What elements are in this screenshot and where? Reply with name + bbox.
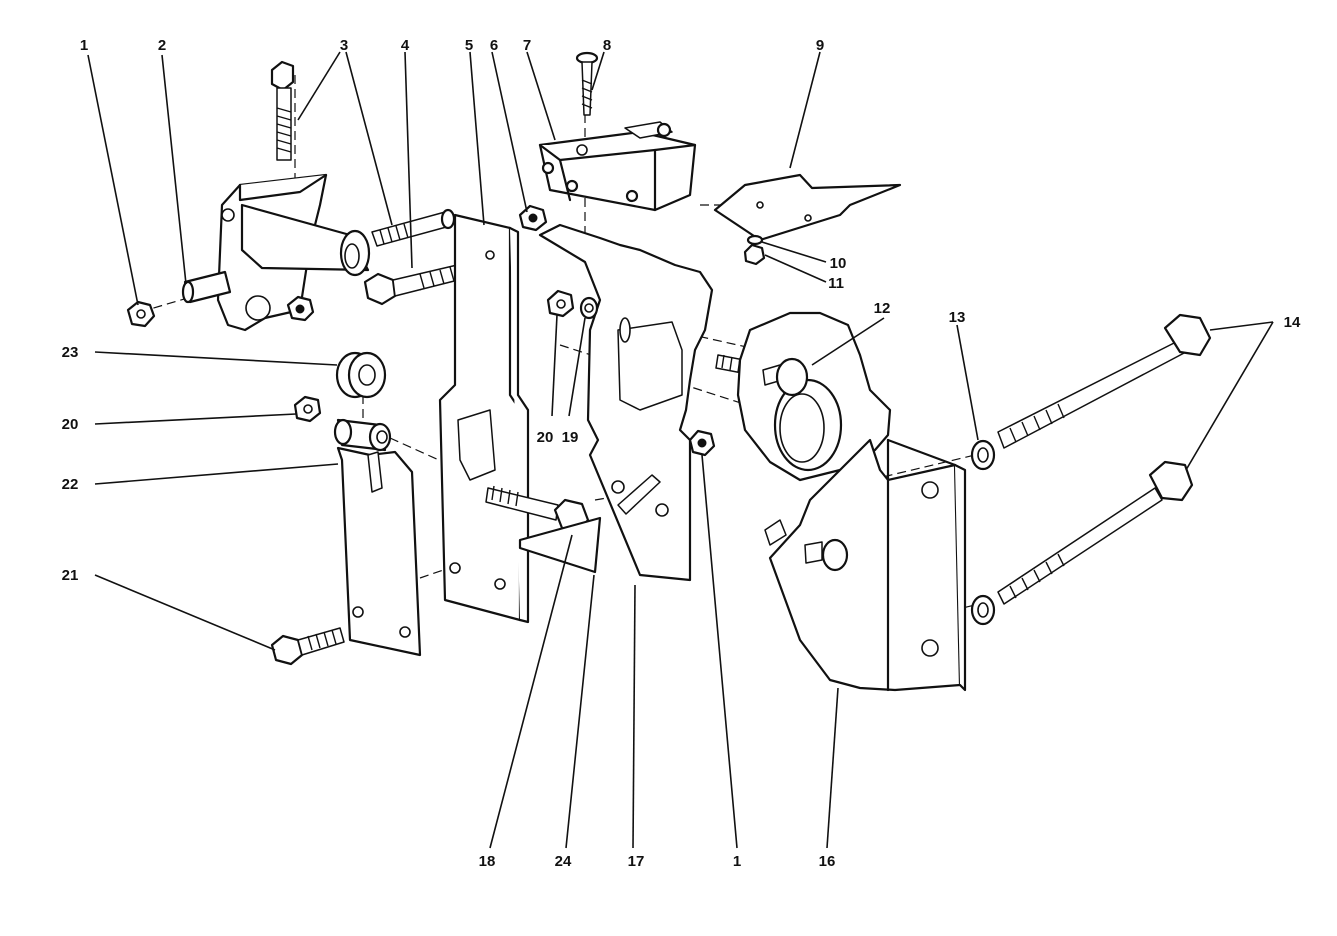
nut-6 [518,204,548,232]
callout-11: 11 [828,275,844,292]
long-bolt [270,60,295,161]
callout-18: 18 [479,853,496,870]
bracket-16 [764,438,967,692]
spacer-22 [333,418,392,452]
long-bolts-14 [997,313,1212,605]
callout-14: 14 [1284,314,1301,331]
callout-20-left: 20 [62,416,79,433]
callout-7: 7 [523,37,531,54]
callout-24: 24 [555,853,572,870]
callout-20-right: 20 [537,429,554,446]
bracket-17 [538,223,714,582]
callout-16: 16 [819,853,836,870]
callout-22: 22 [62,476,79,493]
pin [181,270,232,304]
roller-bearing-23 [335,351,387,399]
plate-5 [438,213,530,624]
bolt-4 [363,261,475,306]
callout-5: 5 [465,37,473,54]
nut-right [688,429,716,457]
clip-24 [518,516,602,574]
callout-10: 10 [830,255,847,272]
callout-9: 9 [816,37,824,54]
hinge-bracket [216,173,371,332]
callout-13: 13 [949,309,966,326]
callout-17: 17 [628,853,645,870]
callout-1: 1 [80,37,88,54]
callout-8: 8 [603,37,611,54]
bolt-21 [270,627,345,666]
callout-19: 19 [562,429,579,446]
callout-3: 3 [340,37,348,54]
washer-nut-10-11 [743,234,766,266]
washers-13 [970,439,996,626]
screw-8 [575,51,599,116]
callout-4: 4 [401,37,410,54]
callout-12: 12 [874,300,891,317]
nut-20 [293,395,322,423]
callout-labels: 1 2 3 4 5 6 7 8 9 10 11 12 13 14 23 20 2… [62,37,1301,870]
switch-7 [538,121,697,212]
callout-1-lower: 1 [733,853,741,870]
callout-2: 2 [158,37,166,54]
nut-hinge [286,295,315,322]
callout-21: 21 [62,567,79,584]
insulator-plate-9 [713,173,902,242]
leader-lines [87,51,1274,849]
callout-6: 6 [490,37,498,54]
plate-22 [336,446,422,657]
nut-left [126,300,156,328]
stud [371,208,456,247]
nut-washer-19-20 [546,289,599,320]
callout-23: 23 [62,344,79,361]
bearing-flange-12 [736,311,892,482]
